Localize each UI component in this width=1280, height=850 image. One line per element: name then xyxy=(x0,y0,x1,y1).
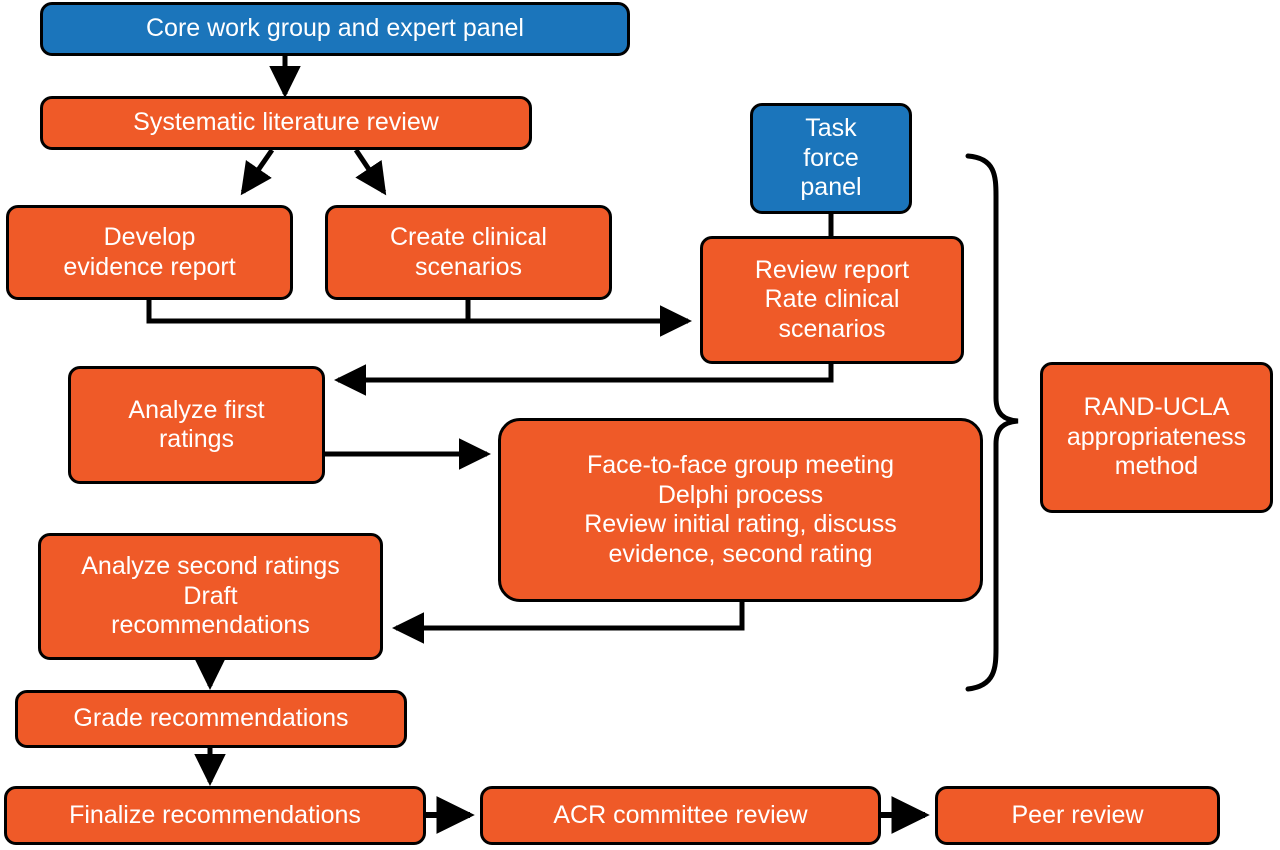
node-systematic-literature-review[interactable]: Systematic literature review xyxy=(40,96,532,150)
node-label: Develop evidence report xyxy=(63,223,236,281)
node-label: Analyze second ratings Draft recommendat… xyxy=(81,552,340,640)
node-label: Create clinical scenarios xyxy=(389,223,547,281)
node-develop-evidence-report[interactable]: Develop evidence report xyxy=(6,205,293,300)
edge-litreview-to-scenarios xyxy=(353,148,387,196)
node-rand-ucla-appropriateness-method[interactable]: RAND-UCLA appropriateness method xyxy=(1040,362,1273,513)
node-label: Peer review xyxy=(1011,800,1144,829)
node-task-force-panel[interactable]: Task force panel xyxy=(750,103,912,214)
node-label: Finalize recommendations xyxy=(69,800,361,829)
node-label: Systematic literature review xyxy=(133,108,439,137)
node-label: RAND-UCLA appropriateness method xyxy=(1066,393,1247,481)
node-analyze-second-ratings[interactable]: Analyze second ratings Draft recommendat… xyxy=(38,533,383,660)
edge-review-to-analyzefirst xyxy=(333,364,834,396)
node-label: Face-to-face group meeting Delphi proces… xyxy=(584,451,897,568)
node-label: Task force panel xyxy=(800,114,862,202)
node-finalize-recommendations[interactable]: Finalize recommendations xyxy=(4,786,426,845)
node-label: Review report Rate clinical scenarios xyxy=(754,255,910,343)
node-acr-committee-review[interactable]: ACR committee review xyxy=(480,786,881,845)
node-label: Grade recommendations xyxy=(73,704,349,733)
node-face-to-face-group-meeting[interactable]: Face-to-face group meeting Delphi proces… xyxy=(498,418,983,602)
node-review-report-rate-scenarios[interactable]: Review report Rate clinical scenarios xyxy=(700,236,964,364)
node-label: ACR committee review xyxy=(553,800,808,829)
edge-meeting-to-analyzesecond xyxy=(391,602,745,644)
node-create-clinical-scenarios[interactable]: Create clinical scenarios xyxy=(325,205,612,300)
node-analyze-first-ratings[interactable]: Analyze first ratings xyxy=(68,366,325,484)
edge-develop-scenarios-to-review xyxy=(146,300,693,337)
node-label: Analyze first ratings xyxy=(128,395,265,454)
node-label: Core work group and expert panel xyxy=(145,14,524,43)
node-core-work-group[interactable]: Core work group and expert panel xyxy=(40,2,630,56)
node-grade-recommendations[interactable]: Grade recommendations xyxy=(15,690,407,748)
node-peer-review[interactable]: Peer review xyxy=(935,786,1220,845)
edge-litreview-to-develop xyxy=(240,148,275,196)
